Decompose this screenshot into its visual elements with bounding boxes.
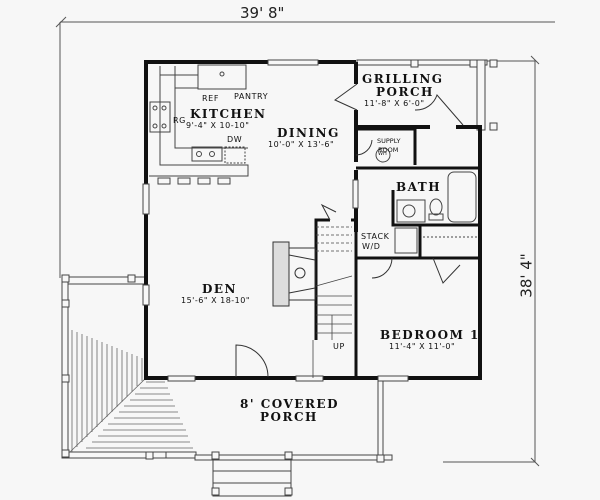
- pantry-label: PANTRY: [234, 92, 269, 101]
- kitchen-name: KITCHEN: [190, 107, 267, 121]
- dining-name: DINING: [277, 126, 340, 140]
- den-name: DEN: [202, 282, 238, 296]
- dimension-lines: [55, 16, 555, 467]
- stairs-up-label: UP: [333, 342, 345, 351]
- dishwasher-label: DW: [227, 135, 243, 144]
- supply-room-label-2: ROOM: [378, 146, 399, 154]
- porch-railings: [61, 59, 498, 497]
- interior-walls: [314, 125, 480, 378]
- bedroom1-name: BEDROOM 1: [380, 328, 480, 342]
- kitchen-counters: [149, 64, 249, 185]
- den-size: 15'-6" X 18-10": [181, 296, 251, 305]
- windows: [142, 59, 409, 382]
- range-label: RG: [173, 116, 186, 125]
- overall-width-label: 39' 8": [240, 4, 285, 22]
- kitchen-size: 9'-4" X 10-10": [186, 121, 250, 130]
- covered-porch-name-2: PORCH: [260, 410, 318, 424]
- overall-depth-label: 38' 4": [517, 253, 536, 298]
- exterior-walls: [144, 60, 482, 380]
- bath-fixtures: [375, 147, 478, 254]
- bath-name: BATH: [396, 180, 442, 194]
- grilling-porch-name-2: PORCH: [376, 85, 434, 99]
- grilling-porch-name-1: GRILLING: [362, 72, 444, 86]
- fireplace: [272, 241, 316, 307]
- ref-label: REF: [202, 94, 220, 103]
- grilling-porch-size: 11'-8" X 6'-0": [364, 99, 425, 108]
- stairs: [312, 226, 353, 378]
- covered-porch-name-1: 8' COVERED: [240, 397, 339, 411]
- water-heater-label: WH: [378, 151, 387, 157]
- deck-hatch: [69, 330, 193, 453]
- stack-wd-label-1: STACK: [361, 232, 390, 241]
- doors: [235, 83, 464, 378]
- dining-size: 10'-0" X 13'-6": [268, 140, 335, 149]
- supply-room-label-1: SUPPLY: [377, 137, 401, 145]
- bedroom1-size: 11'-4" X 11'-0": [389, 342, 456, 351]
- stack-wd-label-2: W/D: [362, 242, 381, 251]
